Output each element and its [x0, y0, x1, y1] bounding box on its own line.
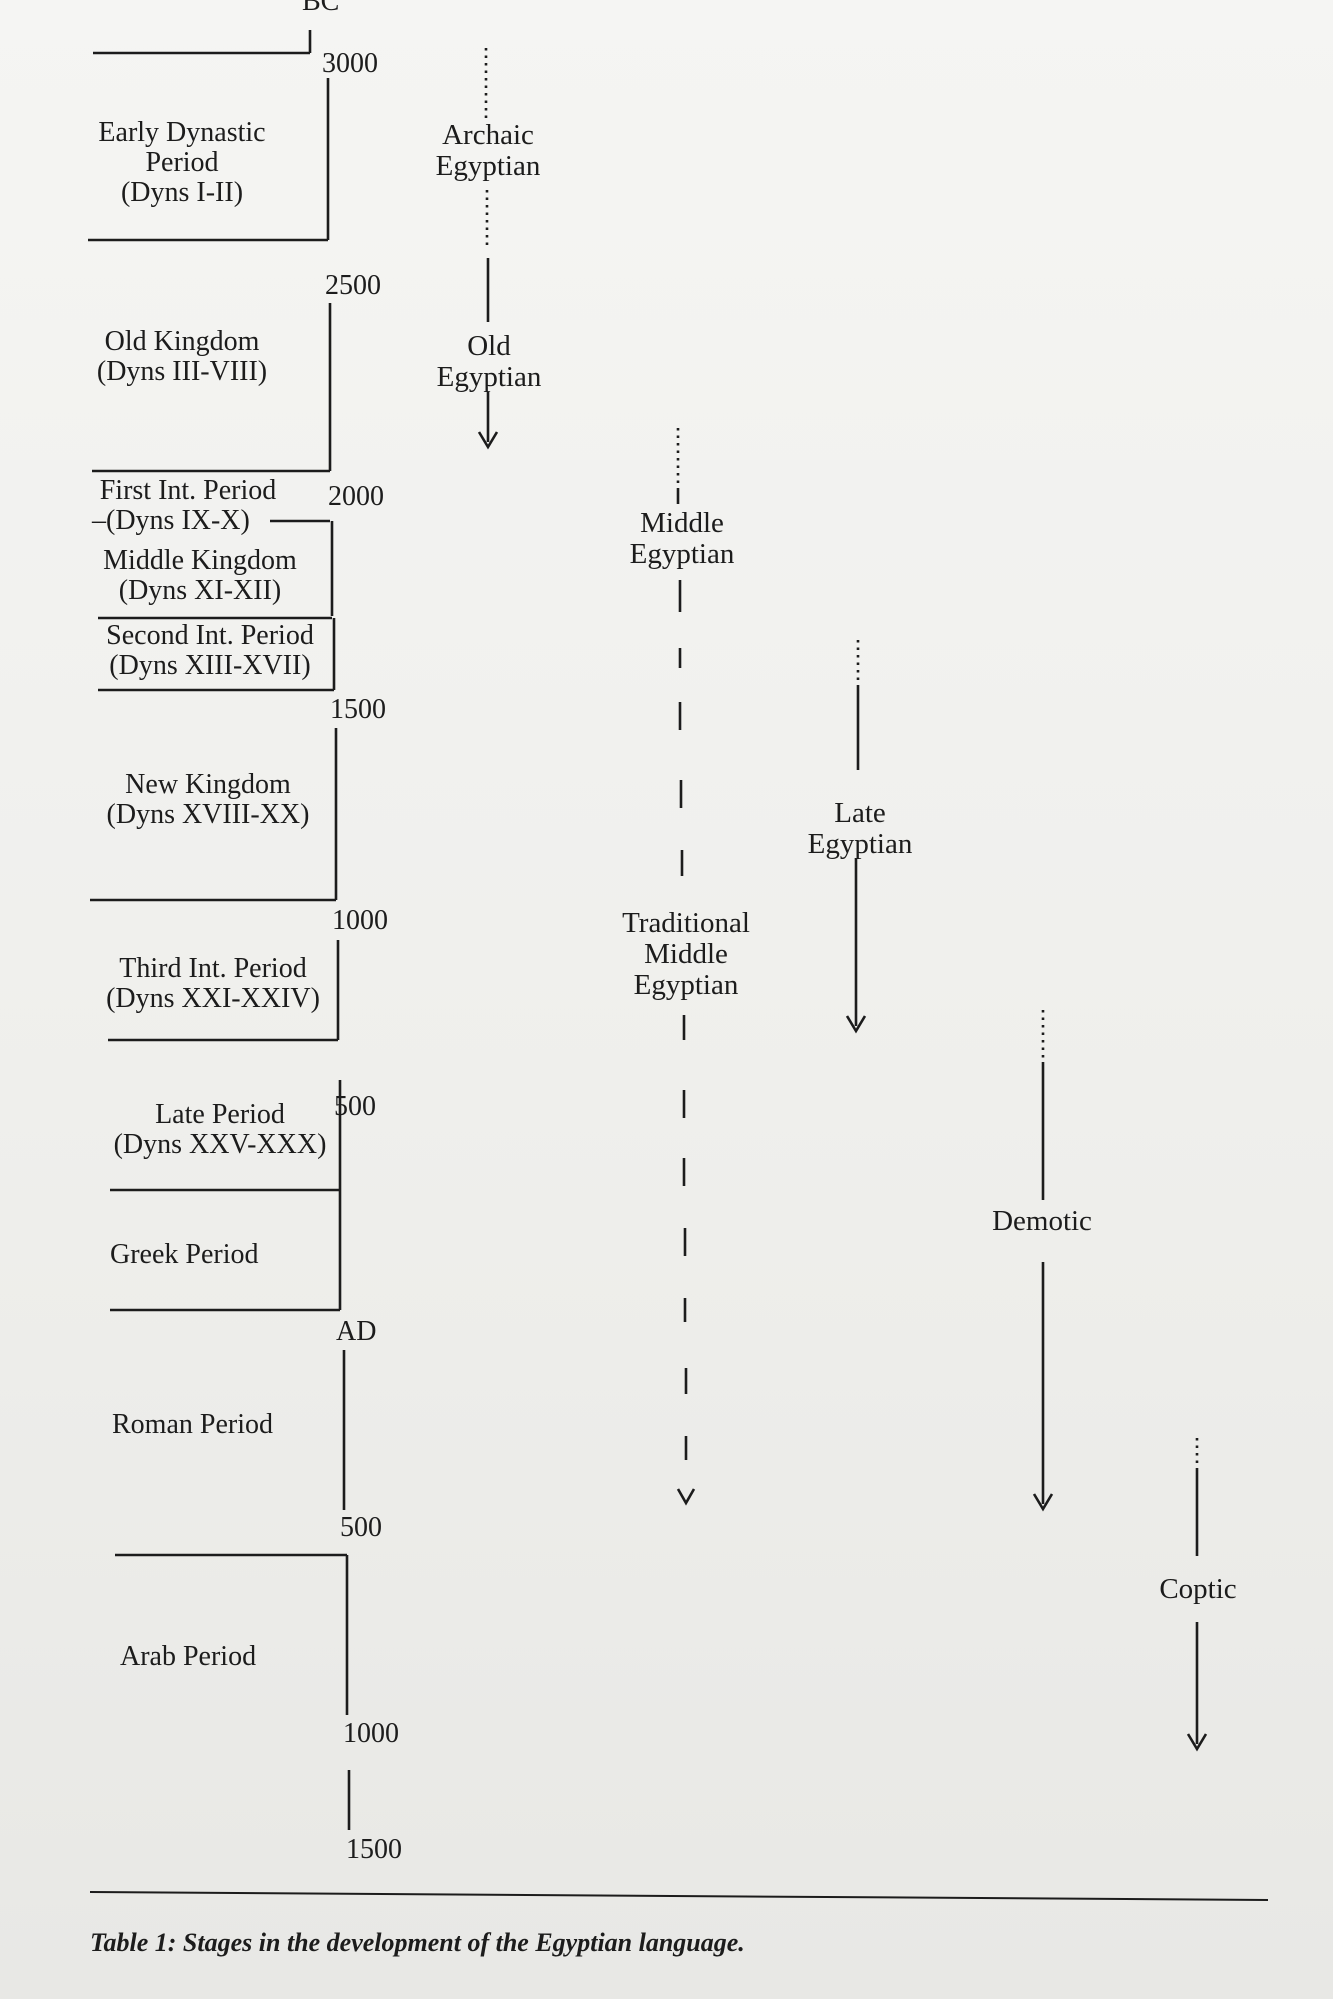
period-greek: Greek Period — [110, 1239, 259, 1270]
stage-line: Old — [467, 330, 511, 362]
period-name: New Kingdom — [125, 769, 291, 800]
year-500-bc: 500 — [334, 1091, 376, 1122]
stage-line: Archaic — [442, 119, 534, 151]
stage-line: Egyptian — [435, 150, 541, 182]
period-second-intermediate: Second Int. Period (Dyns XIII-XVII) — [106, 621, 314, 681]
year-1000-ad: 1000 — [343, 1718, 399, 1749]
year-1500-ad: 1500 — [346, 1834, 402, 1865]
year-2500: 2500 — [325, 270, 381, 301]
old-arrowhead — [477, 431, 499, 450]
period-third-intermediate: Third Int. Period (Dyns XXI-XXIV) — [106, 954, 320, 1014]
stage-line: Egyptian — [436, 361, 542, 393]
year-1000: 1000 — [332, 905, 388, 936]
year-3000: 3000 — [322, 48, 378, 79]
period-dyns: (Dyns XVIII-XX) — [106, 799, 310, 830]
period-name: Third Int. Period — [119, 953, 307, 984]
stage-demotic: Demotic — [992, 1205, 1092, 1237]
stage-traditional-middle-egyptian: Traditional Middle Egyptian — [622, 908, 750, 1001]
stage-coptic: Coptic — [1159, 1573, 1237, 1605]
period-late: Late Period (Dyns XXV-XXX) — [114, 1100, 327, 1160]
period-dyns: (Dyns XXV-XXX) — [113, 1129, 327, 1160]
bottom-rule — [89, 1891, 1269, 1901]
traditional-arrowhead — [676, 1488, 696, 1506]
table-caption: Table 1: Stages in the development of th… — [90, 1928, 745, 1957]
stage-line: Egyptian — [633, 969, 739, 1001]
period-name: First Int. Period — [99, 475, 277, 506]
period-dyns: (Dyns XXI-XXIV) — [106, 983, 320, 1014]
year-1500: 1500 — [330, 694, 386, 725]
period-arab: Arab Period — [120, 1641, 257, 1672]
period-name: Late Period — [155, 1099, 285, 1130]
period-dyns: (Dyns XI-XII) — [118, 575, 282, 606]
stage-line: Egyptian — [629, 538, 735, 570]
period-dyns: (Dyns III-VIII) — [96, 356, 268, 387]
dash-mark: – — [92, 505, 106, 536]
stage-old-egyptian: Old Egyptian — [437, 331, 542, 393]
period-roman: Roman Period — [112, 1409, 273, 1440]
year-2000: 2000 — [328, 481, 384, 512]
stage-line: Middle — [640, 507, 724, 539]
stage-line: Egyptian — [807, 828, 913, 860]
stage-line: Traditional — [622, 907, 750, 939]
late-arrowhead — [845, 1015, 867, 1034]
demotic-arrowhead — [1032, 1493, 1054, 1512]
period-dyns: (Dyns I-II) — [120, 177, 244, 208]
stage-archaic-egyptian: Archaic Egyptian — [436, 120, 541, 182]
period-early-dynastic: Early Dynastic Period (Dyns I-II) — [98, 118, 265, 208]
period-name-line2: Period — [145, 147, 219, 178]
period-dyns: (Dyns IX-X) — [106, 505, 250, 536]
year-500-ad: 500 — [340, 1512, 382, 1543]
coptic-arrowhead — [1186, 1733, 1208, 1752]
period-name: Early Dynastic — [98, 117, 266, 148]
period-name: Middle Kingdom — [103, 545, 297, 576]
era-ad-label: AD — [336, 1316, 377, 1347]
period-name: Old Kingdom — [104, 326, 260, 357]
era-bc-label: BC — [302, 0, 340, 17]
period-old-kingdom: Old Kingdom (Dyns III-VIII) — [97, 327, 267, 387]
stage-line: Late — [834, 797, 886, 829]
stage-middle-egyptian: Middle Egyptian — [630, 508, 735, 570]
period-first-intermediate: First Int. Period — [100, 476, 277, 506]
period-dyns: (Dyns XIII-XVII) — [109, 650, 311, 681]
period-name: Second Int. Period — [106, 620, 314, 651]
stage-late-egyptian: Late Egyptian — [808, 798, 913, 860]
period-first-intermediate-dyns: –(Dyns IX-X) — [92, 506, 250, 536]
period-middle-kingdom: Middle Kingdom (Dyns XI-XII) — [103, 546, 297, 606]
period-new-kingdom: New Kingdom (Dyns XVIII-XX) — [107, 770, 310, 830]
stage-line: Middle — [644, 938, 728, 970]
